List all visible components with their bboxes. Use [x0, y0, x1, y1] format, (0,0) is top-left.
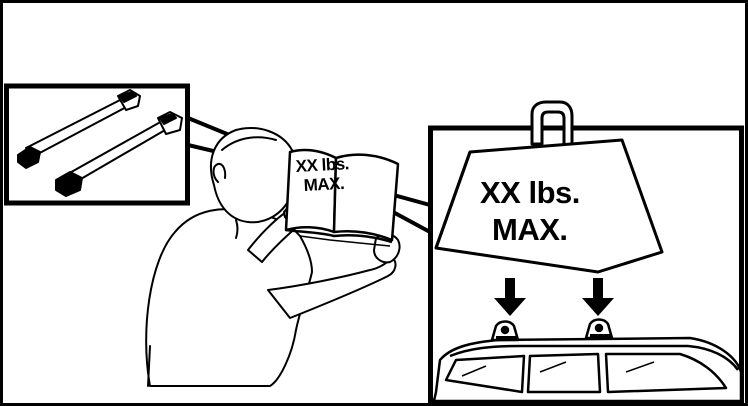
weight-label-line1: XX lbs.: [480, 175, 580, 210]
book-label-line2: MAX.: [303, 174, 344, 195]
head: [211, 128, 297, 222]
crossbars-inset: [7, 86, 188, 203]
book-label-line1: XX lbs.: [295, 154, 349, 176]
manual-book-icon: XX lbs. MAX.: [286, 150, 398, 246]
weight-label-line2: MAX.: [492, 212, 568, 247]
weight-inset: XX lbs. MAX.: [431, 102, 742, 401]
